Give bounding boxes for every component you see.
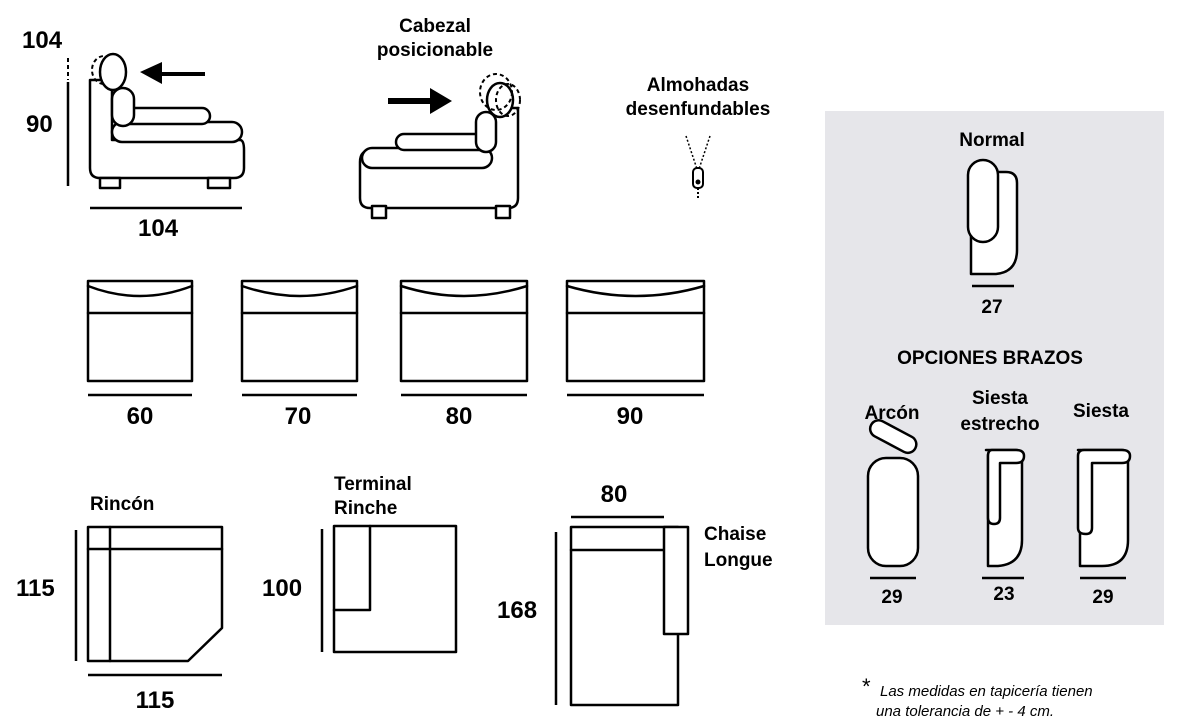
cushions-label-line2: desenfundables (626, 99, 771, 120)
module-60: 60 (86, 279, 194, 430)
headrest-diagram: Cabezal posicionable (358, 16, 521, 220)
arms-panel: Normal 27 OPCIONES BRAZOS Arcón 29 Siest… (825, 111, 1164, 625)
cushions-info: Almohadas desenfundables (626, 75, 771, 198)
chaise-label-line2: Longue (704, 550, 773, 571)
arm-normal-label: Normal (959, 130, 1024, 151)
terminal-label-line1: Terminal (334, 474, 412, 495)
arm-siesta-estrecho-width: 23 (993, 584, 1014, 605)
chaise-width: 80 (601, 481, 628, 508)
corner-bottom: 115 (136, 687, 175, 714)
profile-height-back: 90 (26, 111, 53, 138)
arm-arcon-icon (866, 419, 920, 568)
headrest-armrest (394, 132, 490, 152)
module-70-width: 70 (285, 403, 312, 430)
profile-headrest (98, 52, 128, 92)
headrest-head (485, 81, 515, 119)
module-80-width: 80 (446, 403, 473, 430)
profile-leg-right (206, 176, 232, 190)
headrest-head-ghost (479, 73, 513, 111)
terminal-side: 100 (262, 575, 302, 602)
note-star: * (862, 674, 871, 699)
module-90-width: 90 (617, 403, 644, 430)
profile-back-cushion (110, 86, 136, 128)
arm-siesta-width: 29 (1092, 587, 1113, 608)
profile-leg-left (98, 176, 122, 190)
zipper-icon (685, 135, 711, 198)
headrest-back-cushion (474, 110, 498, 154)
module-60-back-curve (86, 284, 194, 298)
module-80-back-curve (399, 284, 529, 298)
module-90: 90 (565, 279, 706, 430)
headrest-label-line1: Cabezal (399, 16, 471, 37)
chaise-shape (569, 525, 680, 707)
chaise-label-line1: Chaise (704, 524, 766, 545)
arm-siesta-icon (1076, 448, 1132, 568)
headrest-leg-left (370, 204, 388, 220)
arm-arcon-width: 29 (881, 587, 902, 608)
arm-normal-width: 27 (981, 297, 1002, 318)
arm-option-siesta-estrecho-label2: estrecho (960, 414, 1039, 435)
tolerance-note: * Las medidas en tapicería tienen una to… (862, 674, 1093, 719)
module-70-shape (240, 279, 359, 383)
arm-normal-icon (966, 158, 1019, 276)
module-90-shape (565, 279, 706, 383)
terminal-label-line2: Rinche (334, 498, 397, 519)
module-90-back-curve (565, 284, 706, 298)
arm-siesta-estrecho-icon (984, 448, 1026, 568)
corner-module: Rincón 115 115 (16, 494, 224, 714)
arrow-right-icon (388, 88, 452, 114)
corner-shape (86, 525, 224, 663)
note-line1: Las medidas en tapicería tienen (880, 683, 1093, 700)
module-70: 70 (240, 279, 359, 430)
chaise-module: 80 Chaise Longue 168 (497, 481, 773, 707)
headrest-head-ghost-2 (495, 83, 521, 117)
module-80: 80 (399, 279, 529, 430)
cushions-label-line1: Almohadas (647, 75, 749, 96)
module-60-shape (86, 279, 194, 383)
terminal-module: Terminal Rinche 100 (262, 474, 458, 654)
corner-side: 115 (16, 575, 55, 602)
headrest-label-line2: posicionable (377, 40, 493, 61)
headrest-leg-right (494, 204, 512, 220)
terminal-shape (332, 524, 458, 654)
module-80-shape (399, 279, 529, 383)
profile-height-total: 104 (22, 27, 63, 54)
arm-options-title: OPCIONES BRAZOS (897, 348, 1083, 369)
arm-option-arcon-label: Arcón (865, 403, 920, 424)
side-profile: 104 90 104 (22, 27, 246, 242)
arm-option-siesta-label: Siesta (1073, 401, 1129, 422)
profile-sofa-body (88, 78, 246, 180)
terminal-arm-line (332, 524, 372, 612)
chaise-arm (662, 525, 690, 636)
arrow-left-icon (140, 62, 205, 84)
profile-depth: 104 (138, 215, 179, 242)
corner-label: Rincón (90, 494, 154, 515)
chaise-length: 168 (497, 597, 537, 624)
module-70-back-curve (240, 284, 359, 298)
note-line2: una tolerancia de + - 4 cm. (876, 703, 1054, 719)
arm-option-siesta-estrecho-label1: Siesta (972, 388, 1028, 409)
module-60-width: 60 (127, 403, 154, 430)
modules-row: 60 70 80 90 (86, 279, 706, 430)
